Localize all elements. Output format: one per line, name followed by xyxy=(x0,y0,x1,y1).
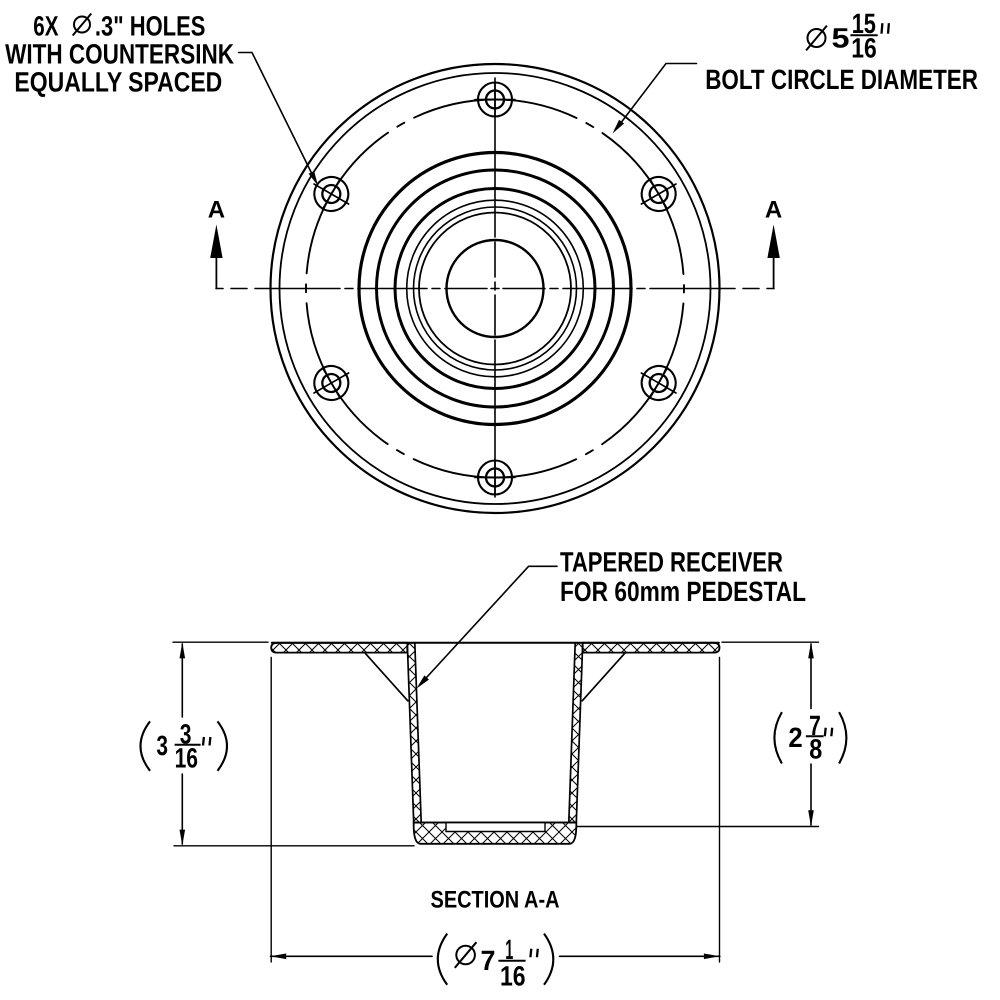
svg-text:8: 8 xyxy=(809,734,822,765)
svg-text:3: 3 xyxy=(156,730,168,761)
svg-text:BOLT CIRCLE DIAMETER: BOLT CIRCLE DIAMETER xyxy=(705,64,978,95)
svg-text:2: 2 xyxy=(788,722,802,753)
svg-text:5: 5 xyxy=(832,22,850,53)
svg-text:SECTION A-A: SECTION A-A xyxy=(431,887,560,914)
svg-text:A: A xyxy=(208,196,225,223)
svg-text:16: 16 xyxy=(175,742,198,773)
svg-text:1: 1 xyxy=(505,934,513,965)
svg-text:15: 15 xyxy=(852,8,876,39)
svg-text:TAPERED RECEIVER: TAPERED RECEIVER xyxy=(560,547,783,578)
svg-text:6X: 6X xyxy=(33,11,58,42)
svg-text:.3" HOLES: .3" HOLES xyxy=(95,11,205,42)
svg-text:16: 16 xyxy=(851,33,877,64)
svg-text:16: 16 xyxy=(500,961,526,992)
svg-text:WITH COUNTERSINK: WITH COUNTERSINK xyxy=(5,39,234,70)
svg-text:7: 7 xyxy=(481,945,496,976)
svg-text:7: 7 xyxy=(809,710,821,741)
svg-text:EQUALLY SPACED: EQUALLY SPACED xyxy=(14,66,222,97)
svg-text:A: A xyxy=(765,196,782,223)
svg-text:FOR 60mm PEDESTAL: FOR 60mm PEDESTAL xyxy=(560,576,806,607)
svg-text:3: 3 xyxy=(180,718,192,749)
